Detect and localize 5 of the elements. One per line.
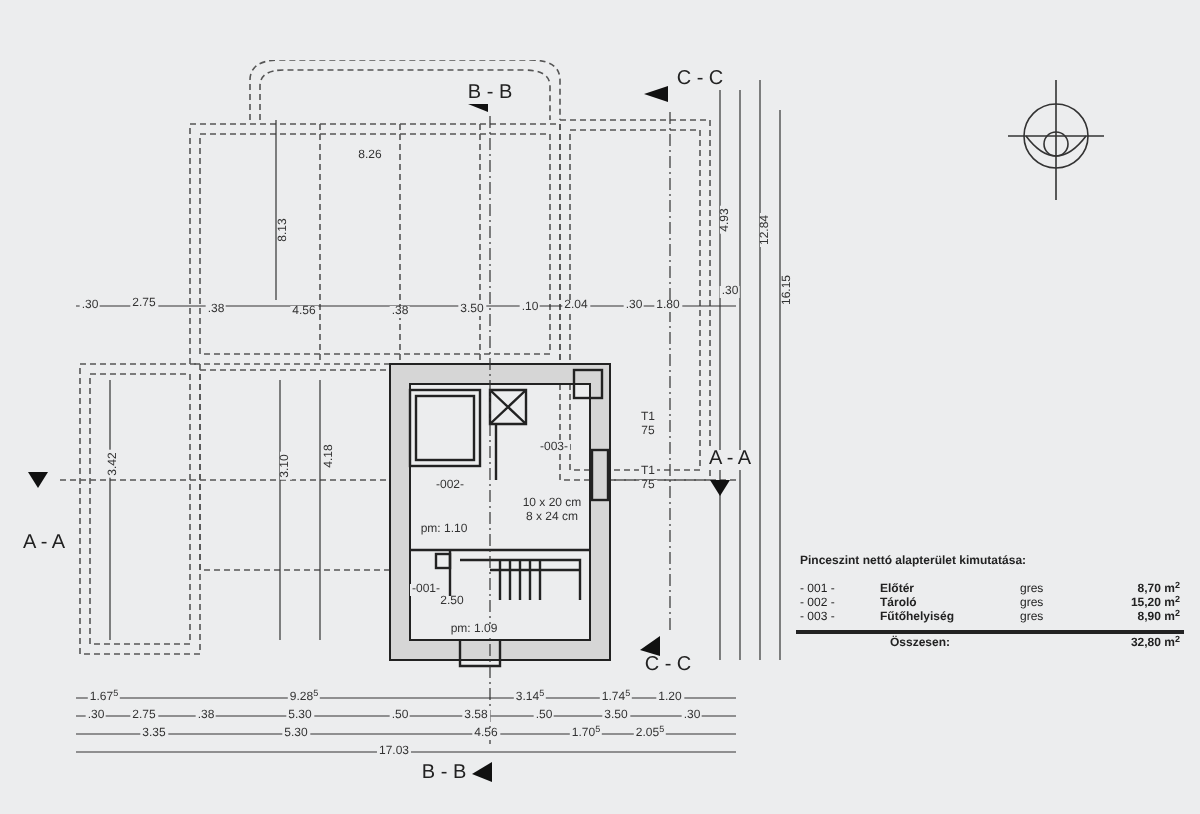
section-label: C - C xyxy=(642,656,694,676)
section-label: B - B xyxy=(419,764,469,784)
section-label: A - A xyxy=(20,534,68,554)
section-label: C - C xyxy=(674,70,726,90)
section-label: A - A xyxy=(706,450,754,470)
